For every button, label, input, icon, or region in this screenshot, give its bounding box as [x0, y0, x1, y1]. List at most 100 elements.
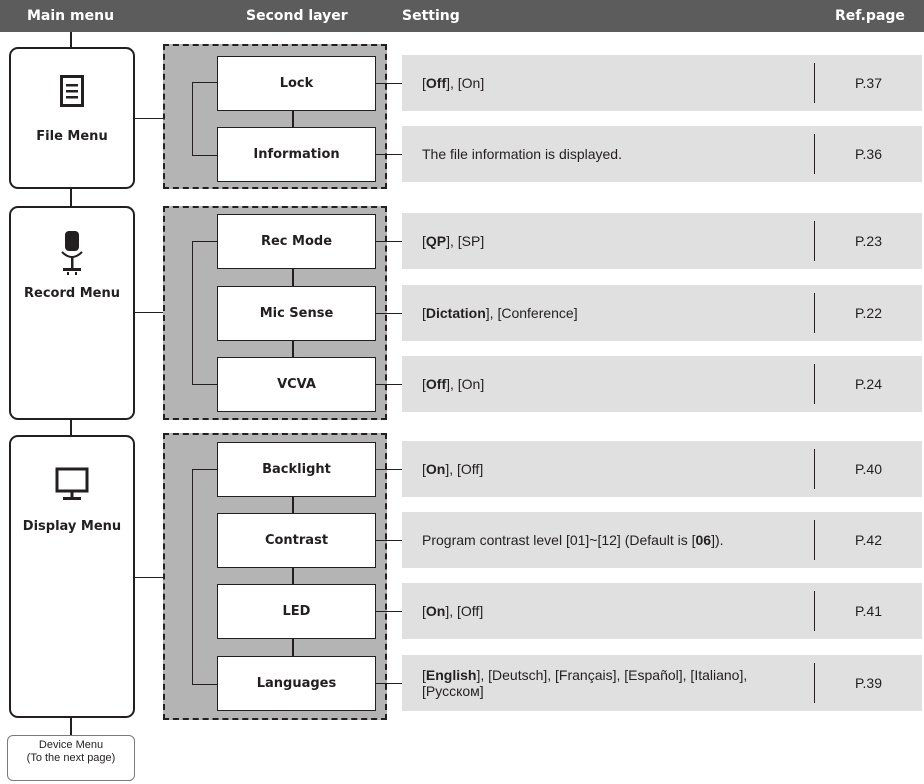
setting-text: [On], [Off] — [422, 583, 802, 639]
row-separator — [814, 663, 815, 703]
setting-text: [English], [Deutsch], [Français], [Españ… — [422, 655, 802, 711]
row-separator — [814, 591, 815, 631]
setting-connector — [376, 611, 402, 612]
setting-value: [English], [Deutsch], [Français], [Españ… — [422, 667, 748, 699]
row-separator — [814, 520, 815, 560]
setting-value: [On], [Off] — [422, 603, 484, 619]
document-icon — [60, 75, 84, 107]
setting-row: [Off], [On] P.37 — [402, 55, 922, 111]
setting-text: The file information is displayed. — [422, 126, 802, 182]
header-main-menu: Main menu — [27, 8, 115, 24]
setting-text: [Off], [On] — [422, 55, 802, 111]
ref-page: P.24 — [855, 376, 882, 392]
setting-row: [Dictation], [Conference] P.22 — [402, 285, 922, 341]
setting-connector — [376, 540, 402, 541]
row-separator — [814, 63, 815, 103]
setting-value: [On], [Off] — [422, 461, 484, 477]
setting-value: [QP], [SP] — [422, 233, 485, 249]
connector-display — [135, 577, 165, 578]
submenu-contrast[interactable]: Contrast — [217, 513, 376, 568]
setting-text: [Off], [On] — [422, 356, 802, 412]
table-header: Main menu Second layer Setting Ref.page — [0, 0, 924, 32]
spine-connector — [70, 187, 72, 207]
setting-row: [On], [Off] P.40 — [402, 441, 922, 497]
setting-value: [Off], [On] — [422, 376, 485, 392]
setting-text: [Dictation], [Conference] — [422, 285, 802, 341]
tree-line — [192, 241, 193, 384]
ref-page: P.39 — [855, 675, 882, 691]
setting-connector — [376, 683, 402, 684]
row-separator — [814, 221, 815, 261]
submenu-information[interactable]: Information — [217, 127, 376, 182]
tree-line — [192, 82, 193, 155]
ref-page: P.40 — [855, 461, 882, 477]
spine-connector — [70, 32, 72, 48]
submenu-lock[interactable]: Lock — [217, 56, 376, 111]
setting-row: [QP], [SP] P.23 — [402, 213, 922, 269]
spine-connector — [70, 419, 72, 436]
device-menu-box[interactable]: Device Menu (To the next page) — [7, 735, 135, 781]
submenu-vcva[interactable]: VCVA — [217, 357, 376, 412]
connector-record — [135, 312, 165, 313]
setting-row: Program contrast level [01]~[12] (Defaul… — [402, 512, 922, 568]
setting-text: [QP], [SP] — [422, 213, 802, 269]
setting-row: [Off], [On] P.24 — [402, 356, 922, 412]
record-menu-box[interactable]: Record Menu — [9, 206, 135, 420]
device-menu-next-page: (To the next page) — [26, 752, 116, 764]
setting-connector — [376, 83, 402, 84]
setting-text: [On], [Off] — [422, 441, 802, 497]
spine-connector — [70, 717, 72, 736]
setting-connector — [376, 154, 402, 155]
submenu-rec-mode[interactable]: Rec Mode — [217, 214, 376, 269]
header-ref-page: Ref.page — [835, 8, 905, 24]
submenu-led[interactable]: LED — [217, 584, 376, 639]
tree-line — [292, 340, 294, 357]
setting-value: [Off], [On] — [422, 75, 485, 91]
setting-connector — [376, 313, 402, 314]
setting-connector — [376, 384, 402, 385]
tree-line — [292, 496, 294, 513]
microphone-icon — [61, 231, 83, 275]
tree-line — [292, 639, 294, 656]
setting-connector — [376, 469, 402, 470]
setting-value: [Dictation], [Conference] — [422, 305, 578, 321]
setting-connector — [376, 241, 402, 242]
setting-row: The file information is displayed. P.36 — [402, 126, 922, 182]
display-menu-label: Display Menu — [22, 519, 122, 534]
ref-page: P.36 — [855, 146, 882, 162]
tree-line — [192, 384, 217, 385]
tree-line — [192, 241, 217, 242]
tree-line — [192, 469, 217, 470]
ref-page: P.42 — [855, 532, 882, 548]
setting-row: [On], [Off] P.41 — [402, 583, 922, 639]
header-second-layer: Second layer — [246, 8, 348, 24]
row-separator — [814, 293, 815, 333]
submenu-languages[interactable]: Languages — [217, 656, 376, 711]
tree-line — [192, 684, 217, 685]
display-menu-box[interactable]: Display Menu — [9, 435, 135, 718]
setting-value: Program contrast level [01]~[12] (Defaul… — [422, 532, 724, 548]
setting-text: Program contrast level [01]~[12] (Defaul… — [422, 512, 802, 568]
device-menu-label: Device Menu — [38, 739, 104, 751]
submenu-mic-sense[interactable]: Mic Sense — [217, 286, 376, 341]
row-separator — [814, 449, 815, 489]
row-separator — [814, 134, 815, 174]
file-menu-label: File Menu — [36, 129, 108, 144]
file-menu-box[interactable]: File Menu — [9, 47, 135, 189]
tree-line — [192, 469, 193, 684]
setting-value: The file information is displayed. — [422, 146, 622, 162]
ref-page: P.22 — [855, 305, 882, 321]
ref-page: P.23 — [855, 233, 882, 249]
setting-row: [English], [Deutsch], [Français], [Españ… — [402, 655, 922, 711]
tree-line — [192, 155, 217, 156]
tree-line — [292, 567, 294, 584]
tree-line — [192, 82, 217, 83]
connector-file — [135, 118, 165, 119]
tree-line — [292, 110, 294, 127]
submenu-backlight[interactable]: Backlight — [217, 442, 376, 497]
ref-page: P.37 — [855, 75, 882, 91]
tree-line — [292, 268, 294, 286]
header-setting: Setting — [402, 8, 460, 24]
row-separator — [814, 364, 815, 404]
record-menu-label: Record Menu — [24, 286, 120, 301]
